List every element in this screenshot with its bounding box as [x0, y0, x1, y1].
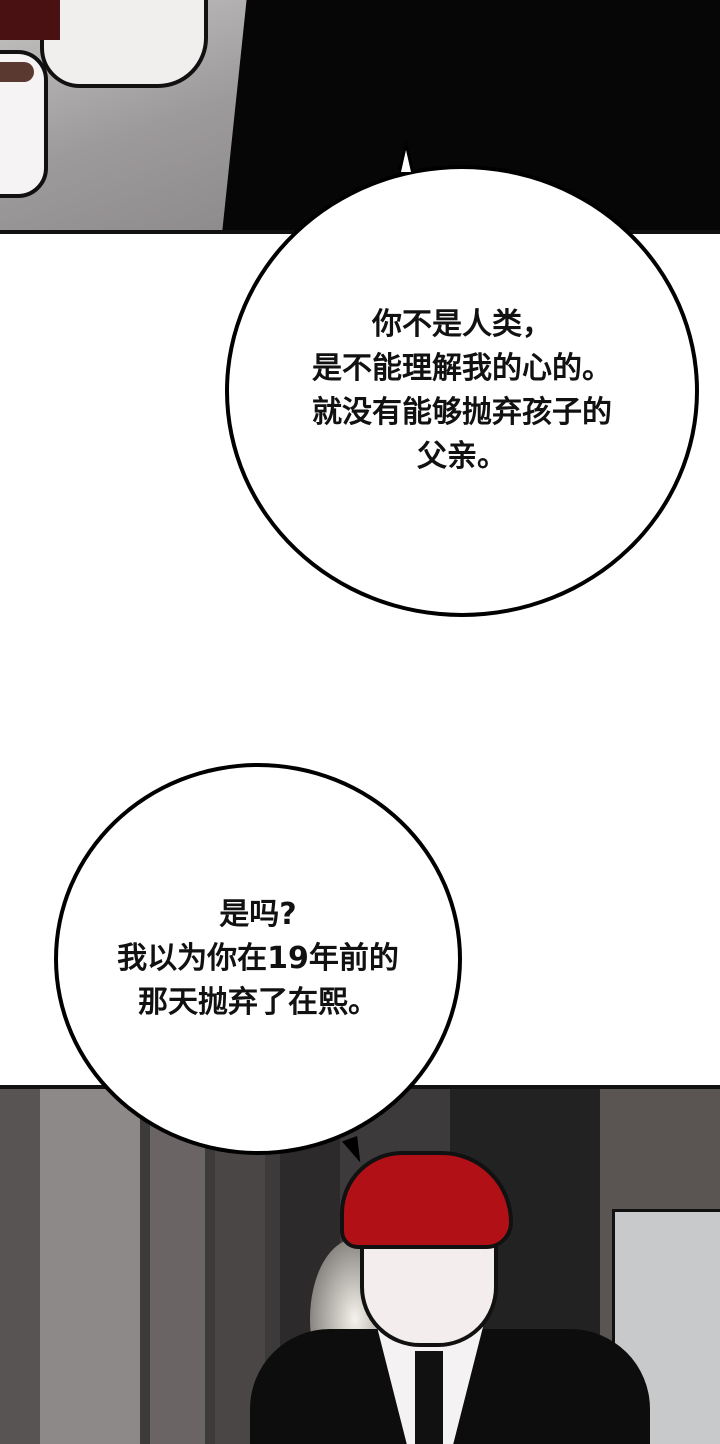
speech-bubble-text: 你不是人类， 是不能理解我的心的。 就没有能够抛弃孩子的 父亲。 — [312, 307, 612, 474]
black-tie — [415, 1351, 443, 1444]
red-sleeve — [0, 0, 60, 40]
bottom-comic-panel — [0, 1085, 720, 1444]
wall-panel — [0, 1089, 40, 1444]
wall-panel — [150, 1089, 205, 1444]
red-hair — [340, 1151, 513, 1249]
clenched-fist — [40, 0, 208, 88]
speech-bubble-2: 是吗? 我以为你在19年前的 那天抛弃了在熙。 — [54, 763, 462, 1155]
wall-panel — [40, 1089, 140, 1444]
speech-bubble-1: 你不是人类， 是不能理解我的心的。 就没有能够抛弃孩子的 父亲。 — [225, 165, 699, 617]
tea-cup — [0, 50, 48, 198]
speech-bubble-text: 是吗? 我以为你在19年前的 那天抛弃了在熙。 — [117, 897, 399, 1020]
speech-bubble-tail-inner — [401, 150, 411, 172]
